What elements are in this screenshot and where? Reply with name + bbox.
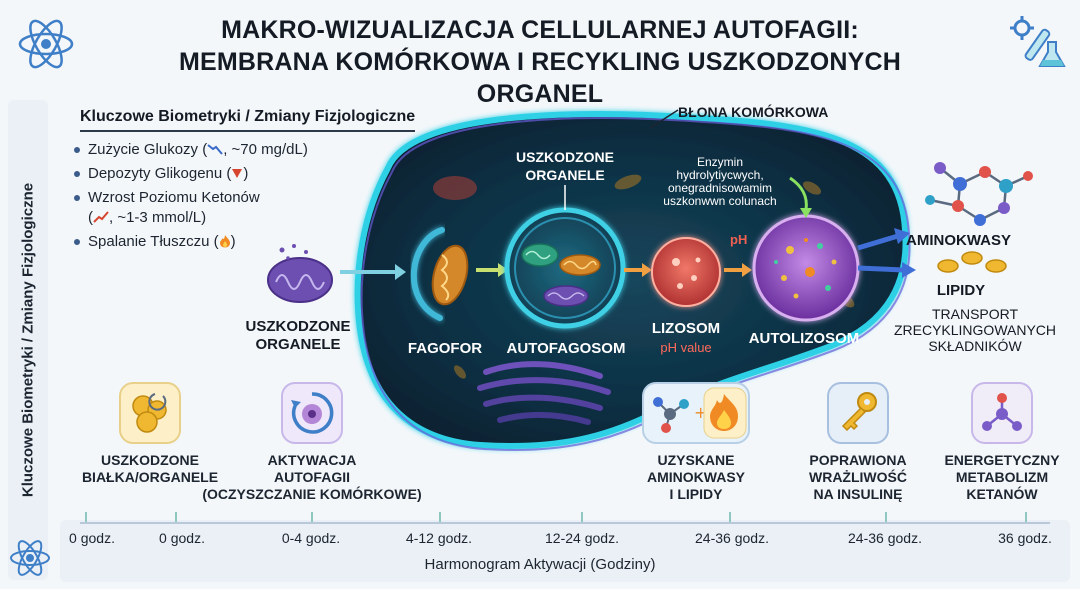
bg-mito-3: [614, 174, 642, 190]
lipid-droplets-icon: [937, 251, 1007, 273]
fire-icon: [219, 235, 230, 248]
timeline-tick: [885, 512, 887, 522]
list-item: Wzrost Poziomu Ketonów ( , ~1-3 mmol/L): [74, 188, 394, 228]
timeline-tick: [85, 512, 87, 522]
bio-item-value: ): [243, 165, 249, 182]
bio-item-text: Wzrost Poziomu Ketonów: [88, 189, 260, 206]
protein-cluster-icon: [119, 382, 181, 444]
timeline-tick-label: 36 godz.: [998, 530, 1052, 546]
title-line-2: MEMBRANA KOMÓRKOWA I RECYKLING USZKODZON…: [178, 48, 901, 108]
timeline-tick-label: 24-36 godz.: [848, 530, 922, 546]
timeline-tick-label: 0-4 godz.: [281, 530, 341, 546]
outcome-label: ENERGETYCZNY METABOLIZM KETANÓW: [944, 452, 1060, 502]
timeline-tick: [175, 512, 177, 522]
timeline-title: Harmonogram Aktywacji (Godziny): [424, 556, 656, 573]
timeline-tick: [439, 512, 441, 522]
outcome-label: AKTYWACJA AUTOFAGII (OCZYSZCZANIE KOMÓRK…: [202, 452, 422, 502]
lysosome-ph-value: pH value: [660, 340, 712, 355]
enzyme-note: Enzymin hydrolytiycwych, onegradnisowami…: [663, 155, 777, 208]
timeline-tick: [1025, 512, 1027, 522]
outcome-label: UZYSKANE AMINOKWASY I LIPIDY: [647, 452, 745, 502]
triangle-down-icon: [232, 169, 243, 178]
outcome-label: POPRAWIONA WRAŻLIWOŚĆ NA INSULINĘ: [809, 452, 907, 502]
title-line-1: MAKRO-WIZUALIZACJA CELLULARNEJ AUTOFAGII…: [221, 16, 859, 44]
outcome-label: USZKODZONE BIAŁKA/ORGANELE: [81, 452, 219, 485]
list-item: Zużycie Glukozy ( , ~70 mg/dL): [74, 140, 394, 160]
bg-mito-4: [802, 181, 822, 195]
gear-flask-icon: [1010, 16, 1066, 67]
bio-item-value: ): [230, 233, 236, 250]
timeline-band: [60, 520, 1070, 582]
damaged-inside-label: USZKODZONE ORGANELE: [516, 149, 614, 183]
list-item: Depozyty Glikogenu (): [74, 164, 394, 184]
timeline-tick: [311, 512, 313, 522]
arrow-amino: [857, 233, 899, 251]
timeline-tick-label: 24-36 godz.: [695, 530, 769, 546]
endoplasmic-reticulum: [477, 361, 611, 425]
ph-label: pH: [730, 232, 748, 247]
cell-body: [354, 111, 909, 449]
timeline-tick-label: 12-24 godz.: [545, 530, 619, 546]
bio-item-value: , ~70 mg/dL): [223, 141, 308, 158]
key-icon: [827, 382, 889, 444]
chart-down-icon: [207, 144, 223, 155]
membrane-label: BŁONA KOMÓRKOWA: [678, 104, 829, 120]
autophagosome: [504, 207, 626, 329]
stage-damaged-organelles: USZKODZONE ORGANELE: [245, 318, 351, 353]
lysosome: [651, 237, 721, 307]
stage-lysosome: LIZOSOM: [651, 320, 721, 337]
timeline-tick-label: 0 godz.: [69, 530, 115, 546]
timeline-tick: [729, 512, 731, 522]
enzyme-arrow: [789, 176, 808, 211]
molecule-fire-icon: +: [642, 382, 750, 444]
stage-autolysosome: AUTOLIZOSOM: [748, 330, 860, 347]
arrow-lipids: [857, 265, 905, 273]
biometrics-list: Zużycie Glukozy ( , ~70 mg/dL) Depozyty G…: [74, 140, 394, 256]
bg-mito-1: [433, 176, 477, 200]
cycle-cell-icon: [281, 382, 343, 444]
side-band: [8, 100, 48, 580]
phagophore: [411, 227, 469, 321]
membrane-pointer: [649, 109, 679, 129]
timeline-line: [80, 522, 1050, 524]
timeline-tick-label: 4-12 godz.: [405, 530, 473, 546]
page-title: MAKRO-WIZUALIZACJA CELLULARNEJ AUTOFAGII…: [120, 14, 960, 110]
atom-icon: [10, 540, 50, 576]
amino-acid-molecule-icon: [925, 162, 1033, 226]
stage-autophagosome: AUTOFAGOSOM: [506, 340, 626, 357]
biometrics-box: Kluczowe Biometryki / Zmiany Fizjologicz…: [60, 100, 440, 270]
list-item: Spalanie Tłuszczu (): [74, 232, 394, 252]
ketone-molecule-icon: [971, 382, 1033, 444]
output-lipids: LIPIDY: [936, 282, 986, 299]
bio-item-text: Zużycie Glukozy (: [88, 141, 208, 158]
output-transport: TRANSPORT ZRECYKLINGOWANYCH SKŁADNIKÓW: [893, 306, 1057, 354]
atom-icon: [18, 19, 74, 69]
bg-mito-6: [454, 365, 466, 379]
stage-phagophore: FAGOFOR: [407, 340, 483, 357]
damaged-mitochondrion: [267, 244, 333, 303]
timeline-tick-label: 0 godz.: [159, 530, 205, 546]
chart-up-icon: [93, 211, 109, 223]
autolysosome: [752, 214, 860, 322]
timeline-tick: [581, 512, 583, 522]
biometrics-title: Kluczowe Biometryki / Zmiany Fizjologicz…: [80, 108, 416, 132]
bio-item-value-2: , ~1-3 mmol/L): [109, 209, 207, 226]
bio-item-text: Spalanie Tłuszczu (: [88, 233, 219, 250]
bio-item-text: Depozyty Glikogenu (: [88, 165, 232, 182]
bio-item-value: (: [88, 209, 93, 226]
output-amino: AMINOKWASY: [906, 232, 1011, 249]
